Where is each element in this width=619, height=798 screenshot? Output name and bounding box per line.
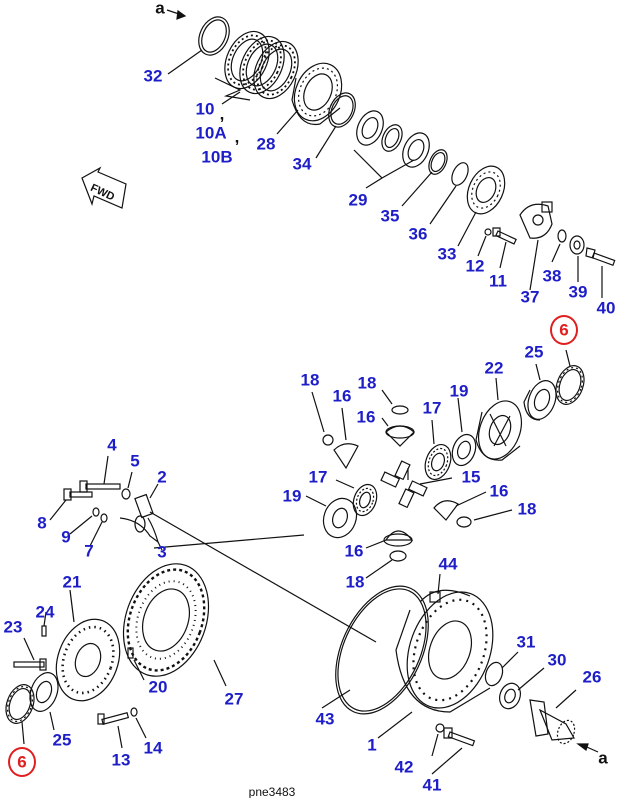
callout-15: 15 [461,467,481,487]
callout-21: 21 [62,572,82,592]
callout-17-b: 17 [308,467,328,487]
arrow-a-top [166,9,187,20]
callout-16-a: 16 [332,386,352,406]
callout-3: 3 [157,542,167,562]
disc-set-10 [224,30,299,100]
ring-gear-27 [122,563,210,677]
bearing-25-top [523,380,557,421]
ring-6-top [555,365,585,405]
callout-a-top: a [155,0,165,18]
callout-10A-comma: , [234,127,240,147]
callout-30: 30 [547,650,567,670]
bracket-2 [119,493,160,544]
callout-25-bottom: 25 [52,730,72,750]
callout-43: 43 [315,709,335,729]
callout-18-c: 18 [517,499,537,519]
callout-1: 1 [367,735,377,755]
callout-32: 32 [143,66,163,86]
spider-15 [380,460,428,509]
callout-18-a: 18 [300,370,320,390]
o-ring-32 [198,16,230,56]
bracket-37 [519,201,553,239]
callout-a-bottom: a [598,748,608,768]
callout-12: 12 [465,256,485,276]
callout-42: 42 [394,757,414,777]
callout-2: 2 [157,467,167,487]
flange-21 [55,618,121,702]
callout-8: 8 [37,513,47,533]
case-22 [475,400,523,461]
callout-18-d: 18 [345,572,365,592]
callout-16-d: 16 [344,541,364,561]
callout-26: 26 [582,667,602,687]
callout-10A: 10A [195,123,227,143]
side-gear-17-bottom [352,483,378,517]
fwd-arrow: FWD [81,166,127,209]
callout-40: 40 [596,298,616,318]
callout-29: 29 [348,190,368,210]
highlight-ring-6-bottom [8,747,36,777]
callout-35: 35 [380,206,400,226]
callout-25-top: 25 [524,342,544,362]
callout-22: 22 [484,358,504,378]
callout-19-a: 19 [449,381,469,401]
callout-17-a: 17 [422,398,442,418]
callout-20: 20 [148,677,168,697]
gasket-43 [335,585,429,715]
callout-10B: 10B [201,147,233,167]
callout-19-b: 19 [282,486,302,506]
callout-7: 7 [84,541,94,561]
carrier-1 [395,589,494,713]
callout-28: 28 [256,134,276,154]
drawing-reference-code: pne3483 [248,785,296,798]
callout-39: 39 [568,282,588,302]
callout-34: 34 [292,154,312,174]
hub-28 [291,62,343,126]
bearing-25-bottom [29,672,59,712]
callout-16-c: 16 [489,481,509,501]
callout-11: 11 [489,271,507,291]
callout-38: 38 [542,266,562,286]
callout-6-bottom: 6 [17,752,27,772]
bolt-11 [492,227,517,245]
callout-44: 44 [438,554,458,574]
callout-41: 41 [422,775,442,795]
callout-23: 23 [3,617,23,637]
callout-9: 9 [61,527,71,547]
callout-24: 24 [35,602,55,622]
callout-18-b: 18 [357,373,377,393]
bolt-4 [85,483,121,490]
callout-4: 4 [107,435,117,455]
callout-16-b: 16 [356,407,376,427]
bearing-29 [356,110,430,168]
callout-10-comma: , [219,104,225,124]
callout-36: 36 [408,224,428,244]
callout-31: 31 [516,632,536,652]
cage-33 [466,165,506,215]
callout-37: 37 [520,287,540,307]
callout-27: 27 [224,689,244,709]
highlight-ring-6-top [550,315,578,345]
callout-6-top: 6 [559,320,569,340]
callout-13: 13 [111,750,131,770]
callout-14: 14 [143,738,163,758]
ring-6-bottom [5,684,35,724]
side-gear-17-top [424,443,452,481]
callout-5: 5 [130,451,140,471]
callout-10: 10 [195,99,215,119]
pinion-26 [529,699,576,745]
bolt-40 [585,247,616,266]
callout-33: 33 [437,244,457,264]
